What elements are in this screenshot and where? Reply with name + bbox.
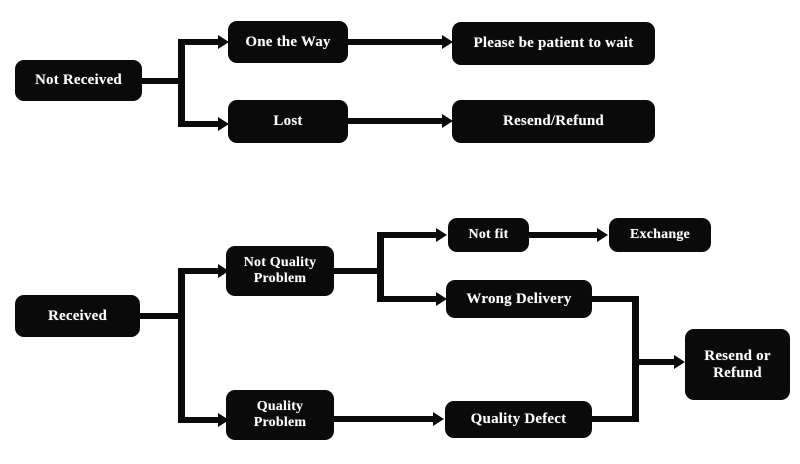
- node-resend-refund[interactable]: Resend/Refund: [452, 100, 655, 143]
- node-quality-problem-label-line1: Quality: [256, 399, 304, 415]
- node-exchange[interactable]: Exchange: [609, 218, 711, 252]
- node-not-quality-problem[interactable]: Not Quality Problem: [226, 246, 334, 296]
- node-lost[interactable]: Lost: [228, 100, 348, 143]
- node-please-be-patient-to-wait[interactable]: Please be patient to wait: [452, 22, 655, 65]
- node-quality-defect-label: Quality Defect: [470, 411, 567, 428]
- node-not-fit-label: Not fit: [468, 227, 509, 243]
- connector-to-lost: [178, 121, 220, 127]
- connector-to-wrong-delivery: [377, 296, 439, 302]
- node-resend-refund-label: Resend/Refund: [503, 113, 604, 130]
- node-lost-label: Lost: [273, 113, 303, 130]
- connector-lost-to-resend-refund: [348, 118, 444, 124]
- node-not-received-label: Not Received: [35, 72, 122, 89]
- node-wrong-delivery[interactable]: Wrong Delivery: [446, 280, 592, 318]
- connector-one-the-way-to-patient: [348, 39, 444, 45]
- arrowhead-to-quality-defect: [433, 412, 444, 426]
- node-not-quality-problem-label-line2: Problem: [253, 271, 307, 286]
- connector-not-received-stem: [142, 78, 184, 84]
- arrowhead-to-not-quality-problem: [218, 264, 229, 278]
- node-please-be-patient-label: Please be patient to wait: [473, 35, 634, 52]
- connector-to-not-fit: [377, 232, 439, 238]
- connector-to-not-quality-problem: [178, 268, 220, 274]
- arrowhead-to-one-the-way: [218, 35, 229, 49]
- arrowhead-to-please-be-patient: [442, 35, 453, 49]
- connector-received-split: [178, 268, 185, 423]
- node-one-the-way[interactable]: One the Way: [228, 21, 348, 63]
- arrowhead-to-lost: [218, 117, 229, 131]
- node-resend-or-refund[interactable]: Resend or Refund: [685, 329, 790, 400]
- arrowhead-to-resend-refund: [442, 114, 453, 128]
- node-quality-defect[interactable]: Quality Defect: [445, 401, 592, 438]
- connector-quality-problem-to-quality-defect: [334, 416, 435, 422]
- arrowhead-to-resend-or-refund: [674, 355, 685, 369]
- arrowhead-to-exchange: [597, 228, 608, 242]
- node-not-quality-problem-label-line1: Not Quality: [243, 255, 317, 271]
- node-received[interactable]: Received: [15, 295, 140, 337]
- arrowhead-to-not-fit: [436, 228, 447, 242]
- connector-wrong-delivery-merge: [592, 296, 638, 302]
- connector-not-fit-to-exchange: [529, 232, 599, 238]
- node-not-fit[interactable]: Not fit: [448, 218, 529, 252]
- node-quality-problem[interactable]: Quality Problem: [226, 390, 334, 440]
- connector-to-quality-problem: [178, 417, 220, 423]
- node-resend-or-refund-label-line2: Refund: [713, 364, 762, 381]
- arrowhead-to-wrong-delivery: [436, 292, 447, 306]
- connector-quality-defect-merge: [592, 416, 638, 422]
- node-resend-or-refund-label-line1: Resend or: [704, 347, 771, 364]
- node-exchange-label: Exchange: [630, 227, 690, 243]
- node-received-label: Received: [47, 307, 108, 324]
- connector-not-quality-problem-stem: [334, 268, 384, 274]
- connector-not-received-split: [178, 39, 185, 127]
- connector-received-stem: [140, 313, 185, 319]
- node-wrong-delivery-label: Wrong Delivery: [466, 290, 572, 307]
- arrowhead-to-quality-problem: [218, 413, 229, 427]
- node-one-the-way-label: One the Way: [245, 33, 331, 50]
- connector-merge-to-resend-or-refund: [632, 359, 676, 365]
- node-quality-problem-label-line2: Problem: [253, 415, 307, 430]
- connector-to-one-the-way: [178, 39, 220, 45]
- node-not-received[interactable]: Not Received: [15, 60, 142, 101]
- connector-not-quality-problem-split: [377, 232, 384, 302]
